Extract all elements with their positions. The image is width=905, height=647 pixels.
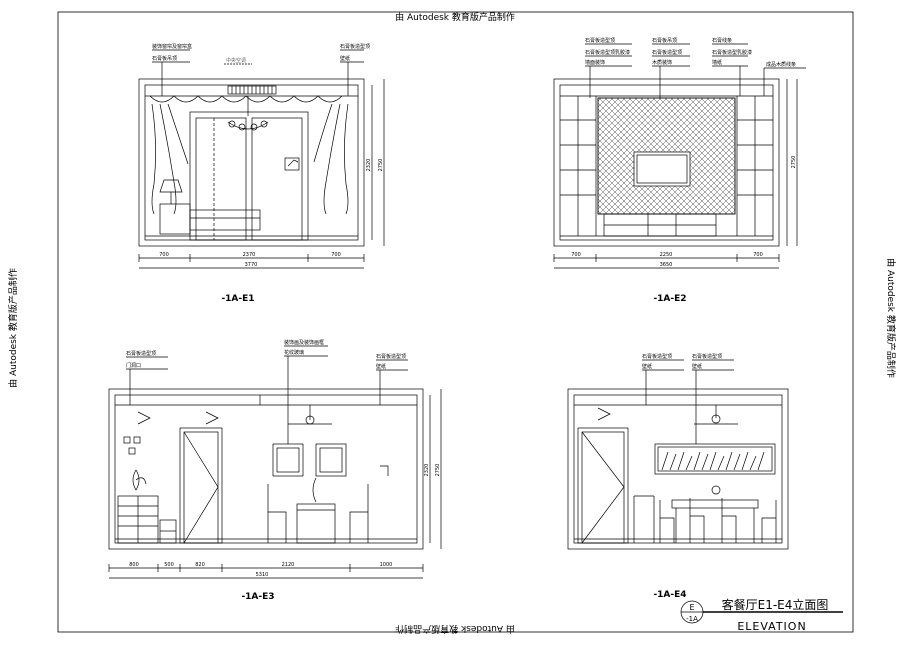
e2-note-4: 石膏板吊顶 [652, 37, 677, 44]
title-block: E -1A 客餐厅E1-E4立面图 ELEVATION [680, 597, 843, 633]
e4-note-4: 壁纸 [692, 363, 702, 370]
e1-dim-2: 2370 [243, 252, 256, 258]
elevation-e4: 石膏板造型顶 壁纸 石膏板造型顶 壁纸 -1A-E4 [567, 353, 789, 600]
e1-note-5: 中央空调 [226, 57, 246, 64]
e2-dim-3: 700 [753, 252, 763, 258]
e3-dim-h2: 2750 [435, 464, 441, 477]
e2-note-5: 石膏板造型顶 [652, 49, 682, 56]
e4-note-1: 石膏板造型顶 [642, 353, 672, 360]
elevation-e1: 装饰窗帘及窗帘盒 石膏板吊顶 石膏板造型顶 壁纸 中央空调 700 2370 7… [138, 43, 385, 304]
e2-note-7: 石膏线条 [712, 37, 732, 44]
e3-view-label: -1A-E3 [241, 592, 274, 602]
e2-note-8: 石膏板造型乳胶漆 [712, 49, 752, 56]
e2-note-1: 石膏板造型顶 [585, 37, 615, 44]
view-symbol-bottom: -1A [686, 615, 698, 623]
drawing-title: 客餐厅E1-E4立面图 [722, 597, 829, 612]
e1-dim-h1: 2320 [366, 159, 372, 172]
e3-dim-h1: 2320 [424, 464, 430, 477]
e3-note-6: 壁纸 [376, 363, 386, 370]
e4-view-label: -1A-E4 [653, 590, 686, 600]
e3-dim-4: 2120 [282, 562, 295, 568]
e3-dim-5: 1000 [380, 562, 393, 568]
e2-note-10: 成品木质线条 [766, 61, 796, 68]
e3-dim-total: 5310 [256, 572, 269, 578]
e4-note-3: 石膏板造型顶 [692, 353, 722, 360]
e1-note-1: 装饰窗帘及窗帘盒 [152, 43, 192, 50]
e3-dim-1: 800 [129, 562, 139, 568]
e3-note-2: 门洞口 [126, 362, 141, 369]
e3-note-1: 石膏板造型顶 [126, 350, 156, 357]
e2-dim-2: 2250 [660, 252, 673, 258]
e2-view-label: -1A-E2 [653, 294, 686, 304]
e1-dim-1: 700 [159, 252, 169, 258]
e1-note-3: 石膏板造型顶 [340, 43, 370, 50]
e2-note-3: 墙面装饰 [585, 59, 605, 66]
e2-dim-h1: 2750 [791, 156, 797, 169]
e1-dim-3: 700 [331, 252, 341, 258]
watermark-left: 由 Autodesk 教育版产品制作 [7, 268, 19, 388]
e2-dim-total: 3650 [660, 262, 673, 268]
watermark-right: 由 Autodesk 教育版产品制作 [885, 258, 897, 378]
e1-dim-total: 3770 [245, 262, 258, 268]
e1-note-4: 壁纸 [340, 55, 350, 62]
e3-dim-2: 500 [164, 562, 174, 568]
e1-dim-h2: 2750 [378, 159, 384, 172]
e1-note-2: 石膏板吊顶 [152, 55, 177, 62]
e4-note-2: 壁纸 [642, 363, 652, 370]
e2-note-6: 木质装饰 [652, 59, 672, 66]
e3-dim-3: 820 [195, 562, 205, 568]
e1-view-label: -1A-E1 [221, 294, 254, 304]
e2-dim-1: 700 [571, 252, 581, 258]
watermark-bottom: 由 Autodesk 教育版产品制作 [395, 623, 515, 635]
elevation-e2: 石膏板造型顶 石膏板造型顶乳胶漆 墙面装饰 石膏板吊顶 石膏板造型顶 木质装饰 … [553, 37, 806, 304]
elevation-e3: 石膏板造型顶 门洞口 装饰画及装饰画框 花纹玻璃 石膏板造型顶 壁纸 800 5… [108, 339, 442, 602]
e3-note-4: 花纹玻璃 [284, 349, 304, 356]
sheet-border [57, 11, 854, 633]
view-symbol-top: E [689, 603, 694, 612]
e2-note-2: 石膏板造型顶乳胶漆 [585, 49, 630, 56]
watermark-top: 由 Autodesk 教育版产品制作 [395, 11, 515, 23]
e2-note-9: 墙纸 [712, 59, 722, 66]
e3-note-3: 装饰画及装饰画框 [284, 339, 324, 346]
e3-note-5: 石膏板造型顶 [376, 353, 406, 360]
drawing-subtitle: ELEVATION [737, 620, 806, 633]
